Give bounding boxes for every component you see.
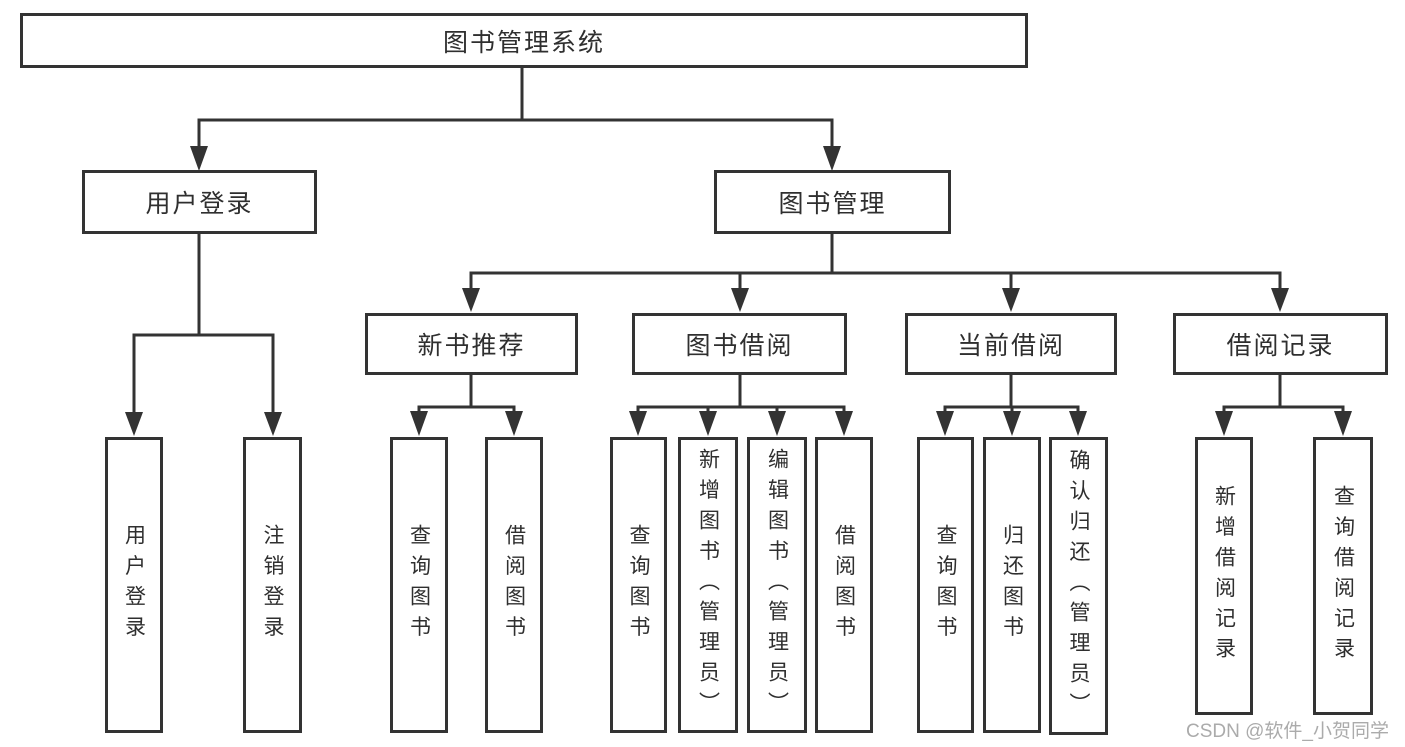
connector-current-borrow-subtree	[936, 375, 1087, 436]
node-label: 当前借阅	[956, 332, 1065, 360]
leaf-add-books-admin: 新增图书（管理员）	[678, 437, 738, 733]
connector	[132, 333, 275, 412]
arrow-down-icon	[1069, 411, 1087, 436]
arrow-down-icon	[410, 411, 428, 436]
node-label: 注销登录	[261, 524, 284, 646]
arrow-down-icon	[505, 411, 523, 436]
connector	[1222, 405, 1345, 412]
node-label: 用户登录	[145, 190, 254, 218]
arrow-down-icon	[125, 412, 143, 436]
node-label: 编辑图书（管理员）	[765, 447, 789, 723]
node-book-borrowing: 图书借阅	[632, 313, 847, 375]
node-user-login: 用户登录	[82, 170, 317, 234]
node-label: 图书管理	[778, 190, 887, 218]
leaf-query-books-borrow: 查询图书	[610, 437, 667, 733]
node-current-borrowing: 当前借阅	[905, 313, 1117, 375]
leaf-user-login: 用户登录	[105, 437, 163, 733]
node-label: 归还图书	[1000, 524, 1024, 646]
connector-book-management-subtree	[462, 234, 1289, 312]
node-label: 确认归还（管理员）	[1067, 448, 1090, 724]
leaf-query-books-current: 查询图书	[917, 437, 974, 733]
leaf-edit-books-admin: 编辑图书（管理员）	[747, 437, 807, 733]
node-label: 查询借阅记录	[1331, 484, 1355, 668]
leaf-add-borrow-record: 新增借阅记录	[1195, 437, 1253, 715]
connector	[417, 405, 516, 412]
connector-borrow-record-subtree	[1215, 375, 1352, 436]
arrow-down-icon	[1002, 288, 1020, 312]
node-label: 查询图书	[934, 524, 957, 646]
arrow-down-icon	[190, 146, 208, 171]
leaf-query-books-recommend: 查询图书	[390, 437, 448, 733]
connector	[197, 118, 834, 146]
connector-book-borrow-subtree	[629, 375, 853, 436]
node-label: 查询图书	[627, 524, 650, 646]
node-new-book-recommend: 新书推荐	[365, 313, 578, 375]
connector-user-login-subtree	[125, 234, 282, 436]
connector-new-book-subtree	[410, 375, 523, 436]
connector	[636, 405, 846, 412]
node-label: 借阅图书	[502, 524, 526, 646]
node-label: 图书管理系统	[442, 28, 605, 57]
node-label: 用户登录	[122, 524, 146, 646]
leaf-logout: 注销登录	[243, 437, 302, 733]
leaf-borrow-books-recommend: 借阅图书	[485, 437, 543, 733]
arrow-down-icon	[835, 411, 853, 436]
node-book-management: 图书管理	[714, 170, 951, 234]
arrow-down-icon	[823, 146, 841, 171]
arrow-down-icon	[629, 411, 647, 436]
arrow-down-icon	[1215, 411, 1233, 436]
leaf-borrow-books: 借阅图书	[815, 437, 873, 733]
leaf-return-books: 归还图书	[983, 437, 1041, 733]
arrow-down-icon	[699, 411, 717, 436]
arrow-down-icon	[768, 411, 786, 436]
node-label: 借阅图书	[832, 524, 856, 646]
node-root-library-system: 图书管理系统	[20, 13, 1028, 68]
csdn-watermark: CSDN @软件_小贺同学	[1186, 721, 1389, 742]
node-label: 查询图书	[407, 524, 431, 646]
arrow-down-icon	[936, 411, 954, 436]
node-borrowing-records: 借阅记录	[1173, 313, 1388, 375]
arrow-down-icon	[462, 288, 480, 312]
arrow-down-icon	[731, 288, 749, 312]
node-label: 新书推荐	[417, 332, 526, 360]
node-label: 借阅记录	[1226, 332, 1335, 360]
node-label: 新增借阅记录	[1212, 484, 1236, 668]
arrow-down-icon	[264, 412, 282, 436]
arrow-down-icon	[1003, 411, 1021, 436]
connector-root-to-level2	[190, 68, 841, 171]
arrow-down-icon	[1334, 411, 1352, 436]
node-label: 新增图书（管理员）	[696, 447, 720, 723]
arrow-down-icon	[1271, 288, 1289, 312]
connector	[469, 271, 1282, 289]
leaf-confirm-return-admin: 确认归还（管理员）	[1049, 437, 1108, 735]
connector	[943, 405, 1080, 412]
node-label: 图书借阅	[685, 332, 794, 360]
leaf-query-borrow-record: 查询借阅记录	[1313, 437, 1373, 715]
